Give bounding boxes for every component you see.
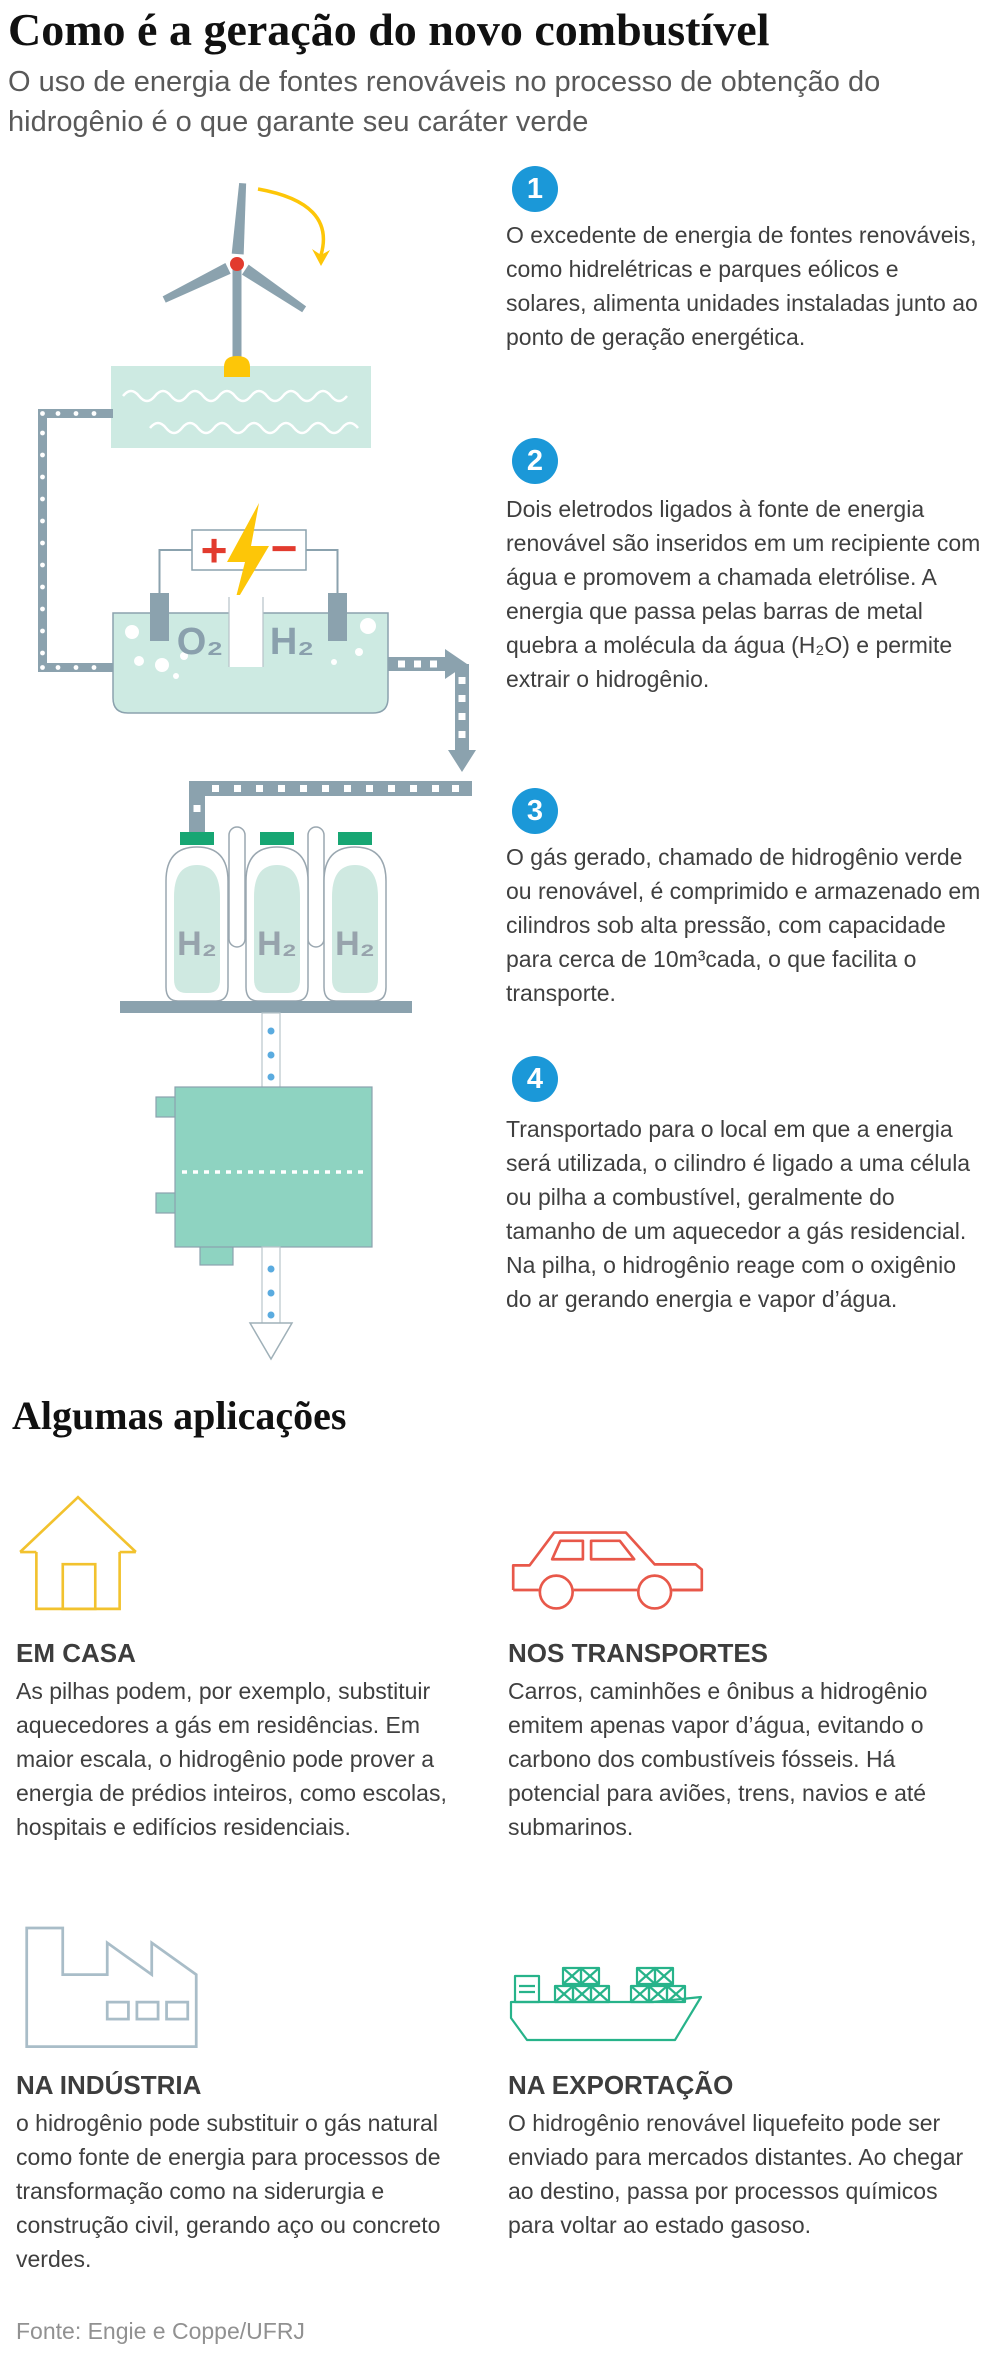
app-title-na-exportacao: NA EXPORTAÇÃO <box>508 2070 734 2100</box>
wave-line <box>122 389 348 403</box>
electrolysis-tank: O₂ H₂ <box>112 593 389 714</box>
step-3-badge: 3 <box>512 788 558 834</box>
cylinder: H₂ <box>323 846 387 1002</box>
source-credit: Fonte: Engie e Coppe/UFRJ <box>16 2318 305 2344</box>
rotation-arrow-icon <box>257 187 330 266</box>
step-1-badge: 1 <box>512 166 558 212</box>
wave-line <box>149 421 359 435</box>
electrode-right <box>328 593 347 641</box>
arrow-down-icon <box>448 750 476 772</box>
step-2-badge: 2 <box>512 438 558 484</box>
applications-heading: Algumas aplicações <box>12 1393 347 1438</box>
step-2-text: Dois eletrodos ligados à fonte de energi… <box>506 496 981 692</box>
oxygen-label: O₂ <box>177 621 223 663</box>
fuel-cell <box>155 1086 373 1266</box>
cylinder-shelf <box>120 1001 412 1013</box>
gas-pipe <box>189 649 476 833</box>
output-steam-pipe <box>248 1246 294 1361</box>
arrow-down-outline-icon <box>248 1322 294 1361</box>
app-title-em-casa: EM CASA <box>16 1638 136 1668</box>
cylinder-cap <box>260 832 294 845</box>
process-diagram: + − O₂ H₂ <box>0 165 490 1365</box>
app-text-nos-transportes: Carros, caminhões e ônibus a hidrogênio … <box>508 1678 928 1840</box>
hydrogen-cylinders: H₂ H₂ H₂ <box>120 826 412 1013</box>
hydrogen-feed-pipe <box>261 1012 281 1092</box>
step-4-text: Transportado para o local em que a energ… <box>506 1116 971 1312</box>
process-diagram-svg: + − O₂ H₂ <box>38 182 476 1361</box>
app-text-na-industria: o hidrogênio pode substituir o gás natur… <box>16 2110 441 2272</box>
factory-icon <box>25 1926 198 2049</box>
battery: + − <box>158 503 339 605</box>
battery-plus-label: + <box>201 524 228 576</box>
water-reservoir <box>111 366 371 448</box>
cylinder: H₂ <box>165 846 229 1002</box>
cylinder-h2-label: H₂ <box>335 925 375 963</box>
house-icon <box>19 1495 137 1611</box>
step-1-text: O excedente de energia de fontes renováv… <box>506 222 978 350</box>
page-title: Como é a geração do novo combustível <box>8 4 770 55</box>
hydrogen-label: H₂ <box>270 621 314 663</box>
electrode-left <box>150 593 169 641</box>
lightning-bolt-icon <box>227 503 269 605</box>
power-line-pipe <box>38 409 114 672</box>
step-4-badge: 4 <box>512 1056 558 1102</box>
battery-minus-label: − <box>271 522 298 574</box>
app-text-em-casa: As pilhas podem, por exemplo, substituir… <box>16 1678 447 1840</box>
app-title-na-industria: NA INDÚSTRIA <box>16 2070 202 2100</box>
app-text-na-exportacao: O hidrogênio renovável liquefeito pode s… <box>508 2110 964 2238</box>
car-icon <box>511 1531 704 1610</box>
cylinder-cap <box>180 832 214 845</box>
cylinder: H₂ <box>245 846 309 1002</box>
bubbles <box>125 618 376 679</box>
cylinder-h2-label: H₂ <box>177 925 217 963</box>
step-3-text: O gás gerado, chamado de hidrogênio verd… <box>506 844 981 1006</box>
cylinder-h2-label: H₂ <box>257 925 297 963</box>
app-title-nos-transportes: NOS TRANSPORTES <box>508 1638 769 1668</box>
page-subtitle: O uso de energia de fontes renováveis no… <box>8 66 881 138</box>
ship-icon <box>509 1966 703 2042</box>
wind-turbine-icon <box>162 182 307 377</box>
cylinder-cap <box>338 832 372 845</box>
